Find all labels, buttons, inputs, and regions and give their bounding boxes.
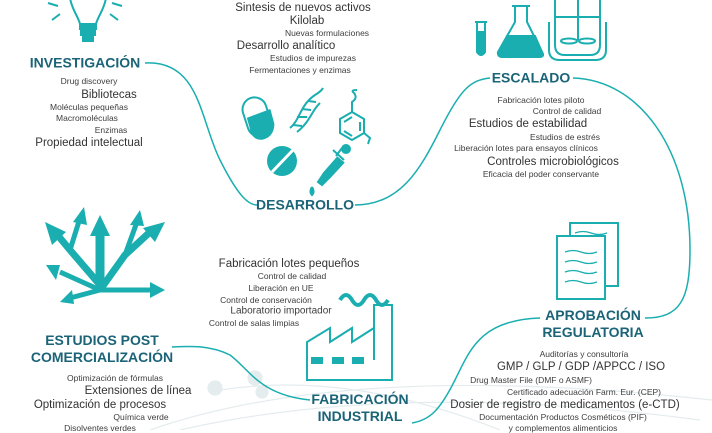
fabricacion-item: Control de calidad	[257, 271, 327, 281]
post-item: Química verde	[113, 412, 169, 422]
investigacion-heading: INVESTIGACIÓN	[29, 54, 141, 71]
desarrollo-item: Kilolab	[289, 15, 325, 27]
investigacion-item: Moléculas pequeñas	[50, 102, 128, 112]
investigacion-item: Macromoléculas	[56, 113, 118, 123]
investigacion-item: Enzimas	[94, 125, 128, 135]
network-decoration	[149, 370, 712, 430]
heading-line: ESTUDIOS POST	[45, 332, 159, 348]
lightbulb-icon	[47, 0, 123, 42]
escalado-item: Estudios de estrés	[530, 132, 600, 142]
escalado-item: Liberación lotes para ensayos clínicos	[454, 143, 598, 153]
investigacion-item: Propiedad intelectual	[35, 137, 143, 149]
aprobacion-item: Auditorías y consultoría	[539, 349, 629, 359]
dna-icon	[289, 87, 324, 133]
fabricacion-item: Fabricación lotes pequeños	[218, 258, 360, 270]
escalado-item: Control de calidad	[532, 106, 602, 116]
dropper-icon	[309, 144, 351, 197]
heading-line: COMERCIALIZACIÓN	[30, 349, 174, 365]
aprobacion-item: Documentación Productos Cosméticos (PIF)	[479, 412, 647, 422]
process-flow-line	[144, 62, 691, 424]
post-item: Optimización de procesos	[33, 399, 167, 411]
heading-line: INDUSTRIAL	[317, 408, 403, 424]
fabricacion-item: Laboratorio importador	[230, 305, 332, 317]
desarrollo-heading: DESARROLLO	[256, 196, 354, 213]
escalado-item: Eficacia del poder conservante	[482, 169, 600, 179]
post-item: Extensiones de línea	[84, 385, 192, 397]
aprobacion-item: Certificado adecuación Farm. Eur. (CEP)	[506, 387, 662, 397]
aprobacion-item: Drug Master File (DMF o ASMF)	[470, 375, 592, 385]
factory-icon	[306, 293, 393, 381]
heading-line: FABRICACIÓN	[311, 391, 409, 407]
aprobacion-item: y complementos alimenticios	[508, 423, 618, 433]
tablet-score-line	[270, 148, 295, 174]
desarrollo-item: Fermentaciones y enzimas	[249, 65, 351, 75]
documents-icon	[556, 222, 619, 300]
fabricacion-item: Control de salas limpias	[208, 318, 300, 328]
branching-arrows-icon	[45, 207, 165, 304]
heading-line: APROBACIÓN	[545, 307, 641, 323]
heading-line: REGULATORIA	[542, 324, 644, 340]
escalado-item: Estudios de estabilidad	[468, 118, 588, 130]
lab-glassware-icon	[475, 0, 607, 61]
aprobacion-item: GMP / GLP / GDP /APPCC / ISO	[496, 361, 666, 373]
post-item: Disolventes verdes	[64, 423, 136, 433]
molecule-icon	[339, 89, 372, 145]
pill-capsule-icon	[241, 96, 275, 140]
post-item: Optimización de fórmulas	[67, 373, 163, 383]
escalado-item: Fabricación lotes piloto	[497, 95, 585, 105]
investigacion-item: Drug discovery	[60, 76, 118, 86]
fabricacion-item: Control de conservación	[220, 295, 312, 305]
desarrollo-item: Desarrollo analítico	[236, 40, 336, 52]
escalado-heading: ESCALADO	[491, 69, 571, 86]
fabricacion-item: Liberación en UE	[248, 283, 314, 293]
escalado-item: Controles microbiológicos	[487, 156, 619, 168]
desarrollo-item: Estudios de impurezas	[270, 53, 356, 63]
investigacion-item: Bibliotecas	[81, 89, 137, 101]
aprobacion-item: Dosier de registro de medicamentos (e-CT…	[450, 399, 680, 411]
desarrollo-item: Nuevas formulaciones	[284, 28, 370, 38]
desarrollo-item: Sintesis de nuevos activos	[235, 2, 371, 14]
